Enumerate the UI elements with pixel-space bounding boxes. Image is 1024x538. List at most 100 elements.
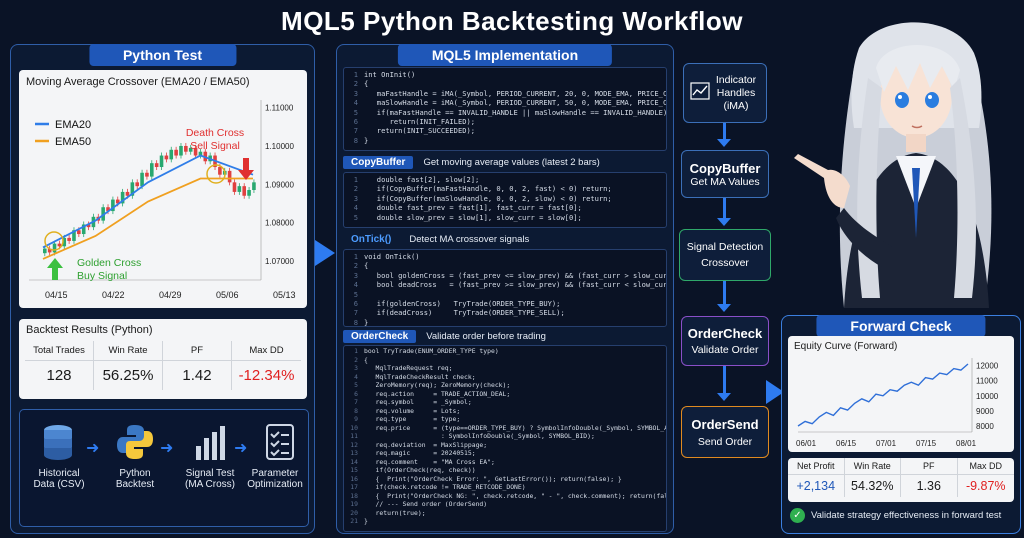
- flow-indicator-sub2: (iMA): [723, 99, 749, 112]
- candle-body: [77, 230, 81, 235]
- copybuffer-code-line: 1 double fast[2], slow[2];: [353, 175, 480, 184]
- copybuffer-code-line: 5 double slow_prev = slow[1], slow_curr …: [353, 212, 582, 222]
- death-cross-marker: [206, 164, 226, 184]
- forward-footer: ✓ Validate strategy effectiveness in for…: [790, 508, 1001, 523]
- candle-body: [169, 149, 174, 160]
- ontick-label: OnTick(): [351, 234, 392, 245]
- ordercheck-code-line: 9 req.type = type;: [354, 415, 461, 423]
- ontick-code-line: 4 bool deadCross = (fast_prev >= slow_pr…: [353, 280, 667, 290]
- flow-indicator-sub: Handles: [716, 86, 756, 99]
- y-tick-label: 1.09000: [265, 180, 294, 189]
- y-tick-label: 1.07000: [265, 257, 294, 266]
- candle-body: [154, 163, 159, 168]
- step-label-python-backtest: Python Backtest: [115, 468, 155, 490]
- anime-character-illustration: [794, 22, 992, 308]
- flow-arrow-2: [717, 218, 731, 226]
- ontick-code-line: 3 bool goldenCross = (fast_prev <= slow_…: [353, 270, 667, 280]
- x-tick-label: 04/22: [102, 290, 125, 300]
- equity-y-tick: 9000: [976, 407, 994, 416]
- candle-body: [198, 151, 203, 156]
- legend-label: EMA50: [55, 136, 91, 148]
- ontick-code-line: 8}: [353, 317, 369, 327]
- candle-body: [150, 163, 154, 177]
- ordercheck-code-line: 3 MqlTradeRequest req;: [354, 364, 453, 372]
- results-header-total-trades: Total Trades: [25, 341, 94, 360]
- forward-footer-text: Validate strategy effectiveness in forwa…: [811, 510, 1002, 521]
- ordercheck-code-line: 11 : SymbolInfoDouble(_Symbol, SYMBOL_BI…: [350, 432, 595, 440]
- candle-body: [145, 172, 149, 177]
- ordercheck-code-line: 8 req.volume = Lots;: [354, 406, 461, 415]
- forward-results-table: Net Profit Win Rate PF Max DD +2,134 54.…: [788, 458, 1014, 497]
- forward-panel: Forward Check Equity Curve (Forward) 120…: [781, 315, 1021, 534]
- ordercheck-code-line: 5 ZeroMemory(req); ZeroMemory(check);: [354, 381, 511, 389]
- forward-value-net-profit: +2,134: [788, 474, 845, 497]
- flow-ordercheck-sub: Validate Order: [691, 344, 759, 356]
- forward-header-net-profit: Net Profit: [788, 458, 845, 474]
- step-arrow-3: ➜: [234, 440, 248, 457]
- bar-chart-icon: [196, 426, 225, 460]
- flow-arrow-1: [717, 139, 731, 147]
- candle-body: [47, 248, 52, 253]
- ontick-code-line: 6 if(goldenCross) TryTrade(ORDER_TYPE_BU…: [353, 299, 561, 309]
- equity-y-tick: 8000: [976, 422, 994, 431]
- candle-body: [164, 155, 169, 160]
- candle-body: [242, 186, 247, 196]
- sell-signal-label: Sell Signal: [190, 140, 240, 152]
- equity-chart-title: Equity Curve (Forward): [794, 341, 898, 352]
- equity-x-tick: 07/15: [916, 439, 937, 448]
- python-panel: Python Test Moving Average Crossover (EM…: [10, 44, 315, 534]
- flow-signal-title: Signal Detection: [686, 241, 764, 253]
- candle-body: [174, 149, 178, 156]
- copybuffer-code-block: 1 double fast[2], slow[2];2 if(CopyBuffe…: [343, 172, 667, 228]
- ordercheck-code-line: 10 req.price = (type==ORDER_TYPE_BUY) ? …: [350, 423, 667, 432]
- equity-x-tick: 06/15: [836, 439, 857, 448]
- ordercheck-code-line: 7 req.symbol = _Symbol;: [354, 398, 472, 406]
- flow-ordercheck: OrderCheck Validate Order: [681, 316, 769, 366]
- candle-body: [125, 191, 130, 196]
- database-icon: [44, 425, 72, 460]
- ordercheck-code-line: 6 req.action = TRADE_ACTION_DEAL;: [354, 389, 511, 398]
- ordercheck-code-line: 20 return(true);: [350, 508, 426, 517]
- python-panel-header: Python Test: [88, 44, 237, 66]
- flow-arrow-4: [717, 393, 731, 401]
- mql5-panel-header: MQL5 Implementation: [397, 44, 613, 66]
- ordercheck-code-line: 15 if(OrderCheck(req, check)): [350, 466, 476, 474]
- ordercheck-code-line: 18 { Print("OrderCheck NG: ", check.retc…: [350, 491, 667, 500]
- copybuffer-label: CopyBuffer: [343, 156, 414, 169]
- equity-curve-line: [797, 363, 969, 427]
- ordercheck-code-line: 2{: [354, 355, 368, 364]
- flow-arrow-3: [717, 304, 731, 312]
- ordercheck-code-line: 14 req.comment = "MA Cross EA";: [350, 457, 495, 466]
- flow-signal-sub: Crossover: [701, 257, 749, 269]
- flow-connector-4: [723, 366, 726, 394]
- candle-body: [52, 243, 57, 253]
- flow-connector-2: [723, 198, 726, 219]
- python-chart-card: Moving Average Crossover (EMA20 / EMA50)…: [19, 70, 307, 308]
- candle-body: [86, 224, 91, 228]
- x-tick-label: 04/29: [159, 290, 182, 300]
- results-value-pf: 1.42: [163, 360, 232, 390]
- flow-signal-detection: Signal Detection Crossover: [679, 229, 771, 281]
- ontick-desc: Detect MA crossover signals: [409, 234, 530, 245]
- ordercheck-code-line: 16 { Print("OrderCheck Error: ", GetLast…: [350, 474, 622, 483]
- results-header-pf: PF: [163, 341, 232, 360]
- ordercheck-label: OrderCheck: [343, 330, 417, 343]
- candle-body: [218, 167, 222, 175]
- arrow-flow-to-forward: [766, 380, 784, 404]
- step-arrow-2: ➜: [160, 440, 174, 457]
- flow-ordercheck-title: OrderCheck: [687, 326, 763, 341]
- oninit-code-line: 5 if(maFastHandle == INVALID_HANDLE || m…: [353, 107, 667, 117]
- candle-body: [252, 182, 256, 190]
- flow-ordersend-sub: Send Order: [697, 435, 753, 448]
- sell-arrow-icon: [238, 158, 254, 180]
- candle-body: [179, 145, 183, 156]
- results-header-win-rate: Win Rate: [94, 341, 163, 360]
- results-value-max-dd: -12.34%: [232, 360, 301, 390]
- candle-body: [111, 199, 115, 212]
- copybuffer-tab: CopyBuffer Get moving average values (la…: [343, 155, 600, 170]
- candle-body: [140, 172, 144, 187]
- golden-cross-marker: [44, 231, 64, 251]
